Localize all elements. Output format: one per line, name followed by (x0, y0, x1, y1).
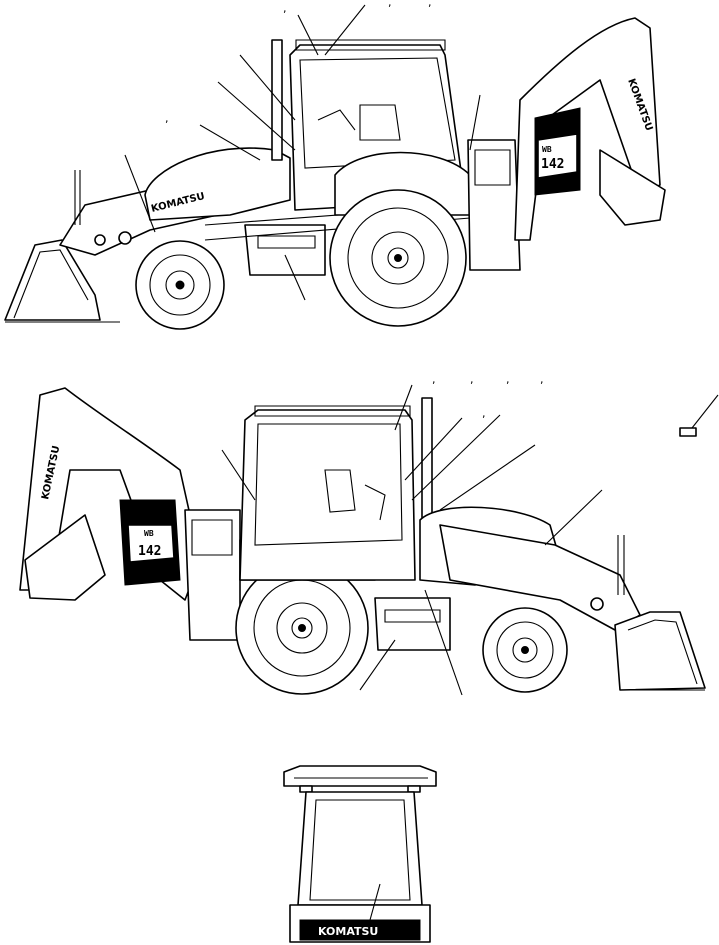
backhoe-loader-right-view: WB 142 KOMATSU WB 142 KOMATSU (19, 373, 719, 696)
backhoe-control-tower (467, 139, 521, 271)
step-box-right (374, 597, 451, 651)
boom-model-number-right: 142 (138, 544, 161, 559)
leader-lines-middle (221, 384, 719, 696)
small-decal-icon (679, 427, 697, 437)
callout-mark-2: , (388, 0, 392, 9)
exhaust-stack (271, 39, 283, 161)
cab-roof (283, 765, 437, 787)
front-loader-bucket (4, 239, 101, 321)
cab-logo: KOMATSU (318, 925, 378, 938)
callout-mark-4: , (165, 112, 169, 125)
callout-mark-7: , (506, 373, 510, 386)
callout-mark-1: , (283, 2, 287, 15)
backhoe-bucket-right (24, 514, 106, 601)
callout-mark-6: , (470, 373, 474, 386)
front-loader-bucket-right (614, 611, 706, 691)
engine-hood (144, 147, 291, 221)
callout-mark-9: , (482, 407, 486, 420)
cab-front-view: KOMATSU (283, 765, 437, 943)
backhoe-boom (514, 17, 661, 241)
leader-lines-top (124, 4, 481, 301)
callout-mark-3: , (428, 0, 432, 9)
backhoe-loader-left-view: KOMATSU WB 142 KOMATSU (4, 0, 666, 330)
cab-frame (297, 791, 423, 906)
boom-model-number: 142 (541, 157, 564, 172)
backhoe-bucket (599, 149, 666, 226)
callout-mark-5: , (432, 373, 436, 386)
step-box (244, 224, 326, 276)
boom-model-prefix-right: WB (144, 529, 154, 538)
exhaust-stack-right (421, 397, 433, 521)
callout-mark-8: , (540, 373, 544, 386)
boom-model-prefix: WB (542, 145, 552, 154)
